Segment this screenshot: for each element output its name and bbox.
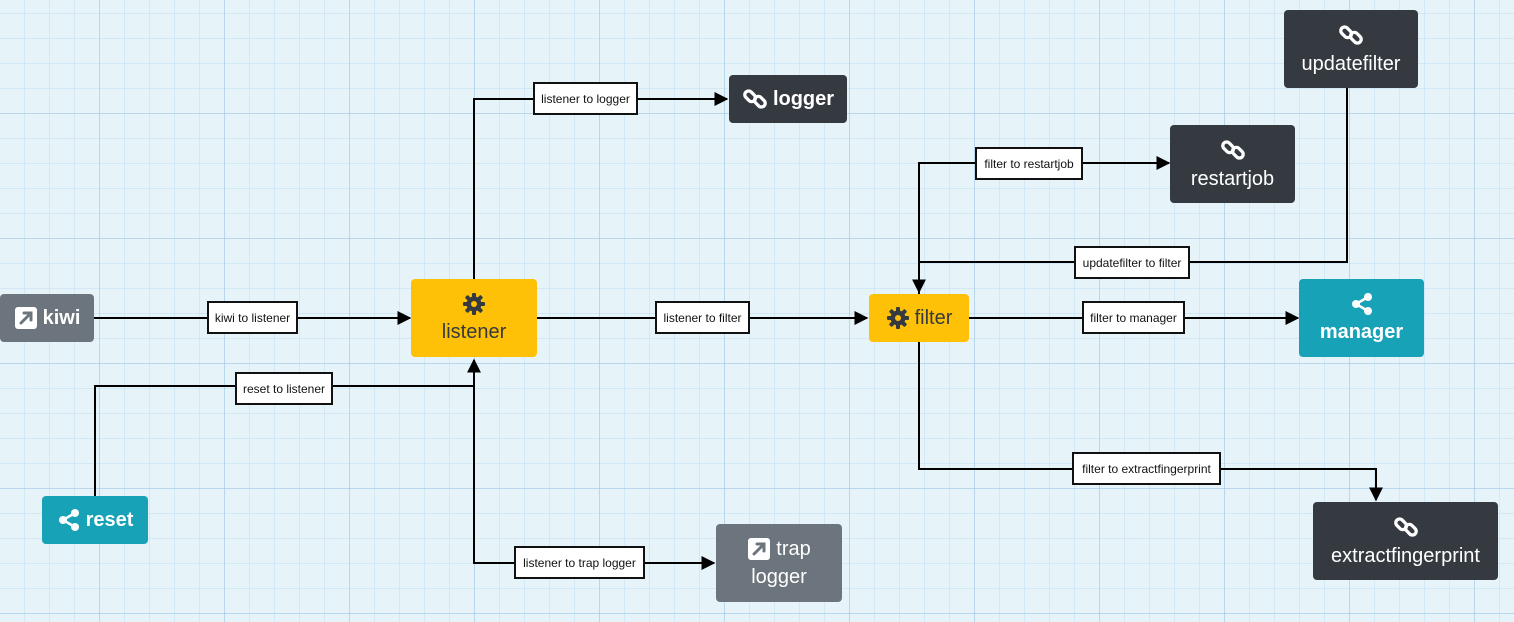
node-listener[interactable]: listener (411, 279, 537, 357)
node-trap-logger[interactable]: trap logger (716, 524, 842, 602)
edge-label-listener-to-filter: listener to filter (655, 301, 750, 334)
node-restartjob[interactable]: restartjob (1170, 125, 1295, 203)
edge-label-listener-to-trap-logger: listener to trap logger (514, 546, 645, 579)
gear-icon (462, 292, 486, 316)
node-logger[interactable]: logger (729, 75, 847, 123)
edge-listener-to-logger[interactable] (473, 92, 729, 280)
node-filter[interactable]: filter (869, 294, 969, 342)
node-label-extractfingerprint: extractfingerprint (1331, 545, 1480, 567)
edge-label-filter-to-manager: filter to manager (1082, 301, 1185, 334)
node-extractfingerprint[interactable]: extractfingerprint (1313, 502, 1498, 580)
share-icon (1350, 292, 1374, 316)
edge-label-reset-to-listener: reset to listener (235, 372, 333, 405)
edge-filter-to-restartjob[interactable] (918, 156, 1171, 294)
edge-listener-to-trap-logger[interactable] (473, 360, 716, 570)
node-manager[interactable]: manager (1299, 279, 1424, 357)
link-icon (742, 86, 768, 112)
node-label-trap-logger-line2: logger (751, 566, 807, 588)
share-icon (57, 508, 81, 532)
node-label-listener: listener (441, 321, 507, 343)
node-kiwi[interactable]: kiwi (0, 294, 94, 342)
link-icon (1393, 514, 1419, 540)
external-link-icon (14, 306, 38, 330)
node-label-kiwi: kiwi (42, 307, 81, 329)
node-reset[interactable]: reset (42, 496, 148, 544)
node-label-updatefilter: updatefilter (1301, 53, 1401, 75)
node-label-filter: filter (914, 307, 953, 329)
node-label-reset: reset (85, 509, 134, 531)
link-icon (1220, 137, 1246, 163)
node-label-manager: manager (1319, 321, 1404, 343)
node-updatefilter[interactable]: updatefilter (1284, 10, 1418, 88)
node-label-logger: logger (772, 88, 835, 110)
link-icon (1338, 22, 1364, 48)
gear-icon (886, 306, 910, 330)
edge-label-updatefilter-to-filter: updatefilter to filter (1074, 246, 1190, 279)
edge-label-kiwi-to-listener: kiwi to listener (207, 301, 298, 334)
node-label-restartjob: restartjob (1190, 168, 1275, 190)
edge-label-filter-to-restartjob: filter to restartjob (975, 147, 1083, 180)
external-link-icon (747, 537, 771, 561)
edge-label-listener-to-logger: listener to logger (533, 82, 638, 115)
edge-label-filter-to-extractfingerprint: filter to extractfingerprint (1072, 452, 1221, 485)
node-label-trap-logger-line1: trap (776, 538, 811, 560)
